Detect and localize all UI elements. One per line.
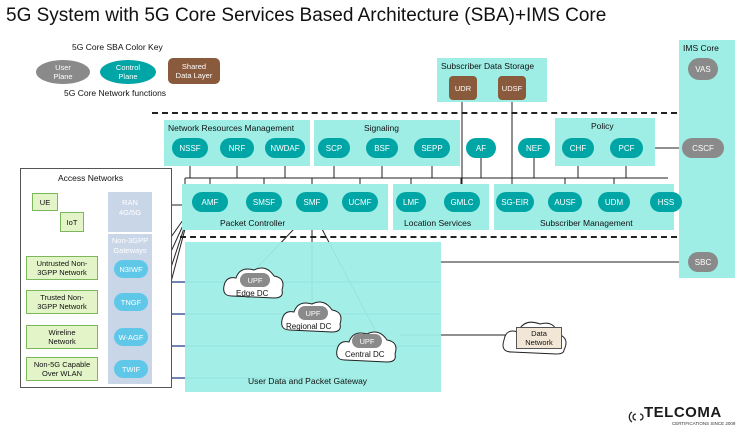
pcf-node: PCF bbox=[610, 138, 643, 158]
scp-node: SCP bbox=[318, 138, 350, 158]
brand-tagline: CERTIFICATIONS SINCE 2009 bbox=[672, 421, 736, 426]
cscf-node: CSCF bbox=[682, 138, 724, 158]
lmf-node: LMF bbox=[396, 192, 426, 212]
n3iwf-node: N3IWF bbox=[114, 260, 148, 278]
key-user-plane: User Plane bbox=[36, 60, 90, 84]
vas-node: VAS bbox=[688, 58, 718, 80]
upf-regional-node: UPF bbox=[298, 306, 328, 320]
udm-node: UDM bbox=[598, 192, 630, 212]
upf-central-node: UPF bbox=[352, 334, 382, 348]
sgeir-node: SG-EIR bbox=[496, 192, 534, 212]
nssf-node: NSSF bbox=[172, 138, 208, 158]
subscriber-management-label: Subscriber Management bbox=[540, 218, 633, 228]
user-data-label: User Data and Packet Gateway bbox=[248, 376, 368, 386]
smsf-node: SMSF bbox=[246, 192, 282, 212]
udsf-node: UDSF bbox=[498, 76, 526, 100]
access-networks-label: Access Networks bbox=[58, 173, 124, 183]
nef-node: NEF bbox=[518, 138, 550, 158]
upf-edge-node: UPF bbox=[240, 273, 270, 287]
key-control-plane: Control Plane bbox=[100, 60, 156, 84]
untrusted-network-box: Untrusted Non- 3GPP Network bbox=[26, 256, 98, 280]
ims-core-label: IMS Core bbox=[683, 43, 719, 53]
sbc-node: SBC bbox=[688, 252, 718, 272]
twif-node: TWIF bbox=[114, 360, 148, 378]
amf-node: AMF bbox=[192, 192, 228, 212]
nwdaf-node: NWDAF bbox=[265, 138, 305, 158]
edge-dc-label: Edge DC bbox=[236, 289, 269, 298]
ucmf-node: UCMF bbox=[342, 192, 378, 212]
signaling-label: Signaling bbox=[364, 123, 399, 133]
cp-separator-bottom bbox=[180, 236, 677, 238]
ran-box bbox=[108, 192, 152, 232]
hss-node: HSS bbox=[650, 192, 682, 212]
ran-label: RAN 4G/5G bbox=[118, 198, 142, 217]
central-dc-label: Central DC bbox=[345, 350, 385, 359]
color-key-subtitle: 5G Core Network functions bbox=[64, 88, 167, 98]
gmlc-node: GMLC bbox=[444, 192, 480, 212]
page-title: 5G System with 5G Core Services Based Ar… bbox=[6, 5, 607, 26]
tngf-node: TNGF bbox=[114, 293, 148, 311]
sepp-node: SEPP bbox=[414, 138, 450, 158]
wagf-node: W-AGF bbox=[114, 328, 148, 346]
smf-node: SMF bbox=[296, 192, 328, 212]
iot-box: IoT bbox=[60, 212, 84, 232]
trusted-network-box: Trusted Non- 3GPP Network bbox=[26, 290, 98, 314]
data-network-box: Data Network bbox=[516, 327, 562, 349]
packet-controller-label: Packet Controller bbox=[220, 218, 286, 228]
network-resources-label: Network Resources Management bbox=[168, 123, 295, 133]
non3gpp-gateways-label: Non-3GPP Gateways bbox=[111, 236, 149, 255]
key-shared-data: Shared Data Layer bbox=[168, 58, 220, 84]
subscriber-data-storage-label: Subscriber Data Storage bbox=[441, 61, 535, 71]
udr-node: UDR bbox=[449, 76, 477, 100]
color-key-title: 5G Core SBA Color Key bbox=[72, 42, 163, 52]
chf-node: CHF bbox=[562, 138, 594, 158]
nrf-node: NRF bbox=[220, 138, 254, 158]
wireline-network-box: Wireline Network bbox=[26, 325, 98, 349]
ue-box: UE bbox=[32, 193, 58, 211]
non5g-wlan-box: Non-5G Capable Over WLAN bbox=[26, 357, 98, 381]
af-node: AF bbox=[466, 138, 496, 158]
brand-logo: TELCOMA bbox=[644, 404, 722, 421]
regional-dc-label: Regional DC bbox=[286, 322, 332, 331]
ausf-node: AUSF bbox=[548, 192, 582, 212]
location-services-label: Location Services bbox=[404, 218, 472, 228]
cp-separator-top bbox=[152, 112, 677, 114]
policy-label: Policy bbox=[591, 121, 614, 131]
bsf-node: BSF bbox=[366, 138, 398, 158]
